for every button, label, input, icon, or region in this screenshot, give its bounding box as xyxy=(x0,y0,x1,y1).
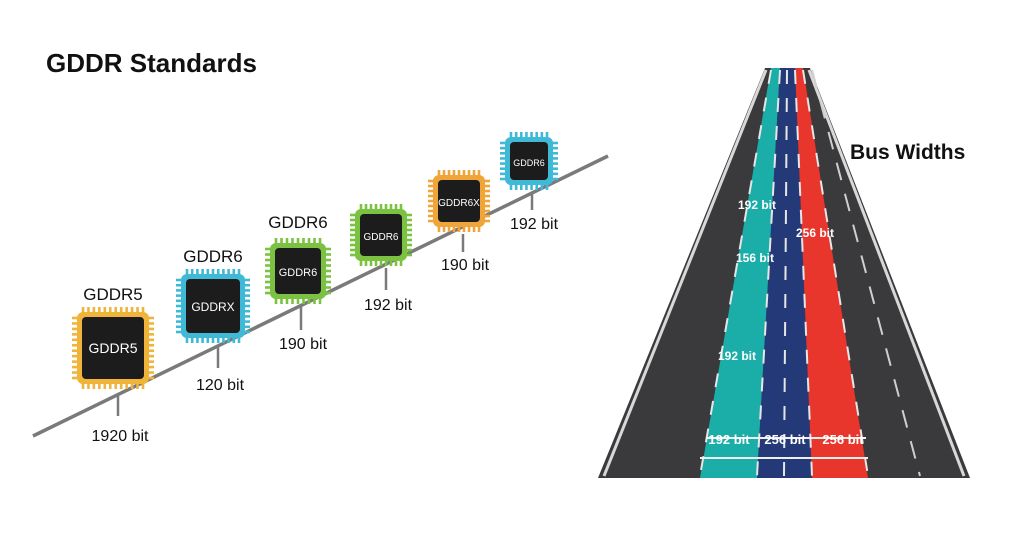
chip-label: GDDRX xyxy=(191,300,234,314)
memory-chip-6: GDDR6 192 bit xyxy=(500,132,559,233)
chip-body xyxy=(275,248,321,294)
left-panel-title: GDDR Standards xyxy=(46,48,257,78)
lane-divider-1 xyxy=(699,69,772,477)
chip-body xyxy=(82,317,144,379)
chip-body xyxy=(186,279,240,333)
lane-divider-2 xyxy=(756,69,781,477)
lane-label-blue-1: 256 bit xyxy=(764,432,806,447)
lane-teal xyxy=(700,68,780,478)
memory-chip-4: GDDR6 192 bit xyxy=(350,204,413,314)
chip-pins xyxy=(72,307,154,389)
lane-divider-6 xyxy=(811,69,921,477)
chip-bus-width: 192 bit xyxy=(510,216,559,233)
chip-label: GDDR5 xyxy=(88,340,137,356)
chip-label: GDDR6 xyxy=(363,232,398,243)
chip-header: GDDR6 xyxy=(183,247,243,266)
chip-label: GDDR6 xyxy=(513,158,545,168)
lane-divider-5 xyxy=(802,69,869,477)
chip-pins xyxy=(265,238,331,304)
lane-divider-4 xyxy=(794,69,813,477)
lane-red xyxy=(795,68,868,478)
chip-header: GDDR6 xyxy=(268,213,328,232)
chip-pins xyxy=(176,269,250,343)
chip-bus-width: 120 bit xyxy=(196,377,245,394)
right-panel-title: Bus Widths xyxy=(850,141,965,164)
road-edge-right xyxy=(807,69,966,477)
chip-pins xyxy=(500,132,558,190)
chip-body xyxy=(438,180,480,222)
highway xyxy=(598,68,970,478)
chip-bus-width: 192 bit xyxy=(364,297,413,314)
memory-chip-5: GDDR6X 190 bit xyxy=(428,170,490,274)
chip-bus-width: 190 bit xyxy=(441,257,490,274)
chip-pins xyxy=(350,204,412,266)
lane-divider-3 xyxy=(783,69,788,477)
chip-label: GDDR6X xyxy=(438,198,480,209)
lane-label-teal-1: 192 bit xyxy=(738,198,776,212)
chip-label: GDDR6 xyxy=(279,267,318,279)
chip-header: GDDR5 xyxy=(83,285,143,304)
chip-bus-width: 190 bit xyxy=(279,336,328,353)
lane-label-teal-4: 192 bit xyxy=(708,432,750,447)
chip-body xyxy=(360,214,402,256)
memory-chip-2: GDDRX GDDR6 120 bit xyxy=(176,247,250,394)
road-edge-left xyxy=(602,69,768,477)
chip-pins xyxy=(428,170,490,232)
lane-label-teal-3: 192 bit xyxy=(718,349,756,363)
lane-label-teal-2: 156 bit xyxy=(736,251,774,265)
lane-label-red-1: 256 bit xyxy=(796,226,834,240)
lane-label-red-2: 256 bit xyxy=(822,432,864,447)
chip-body xyxy=(510,142,548,180)
chip-bus-width: 1920 bit xyxy=(92,428,149,445)
